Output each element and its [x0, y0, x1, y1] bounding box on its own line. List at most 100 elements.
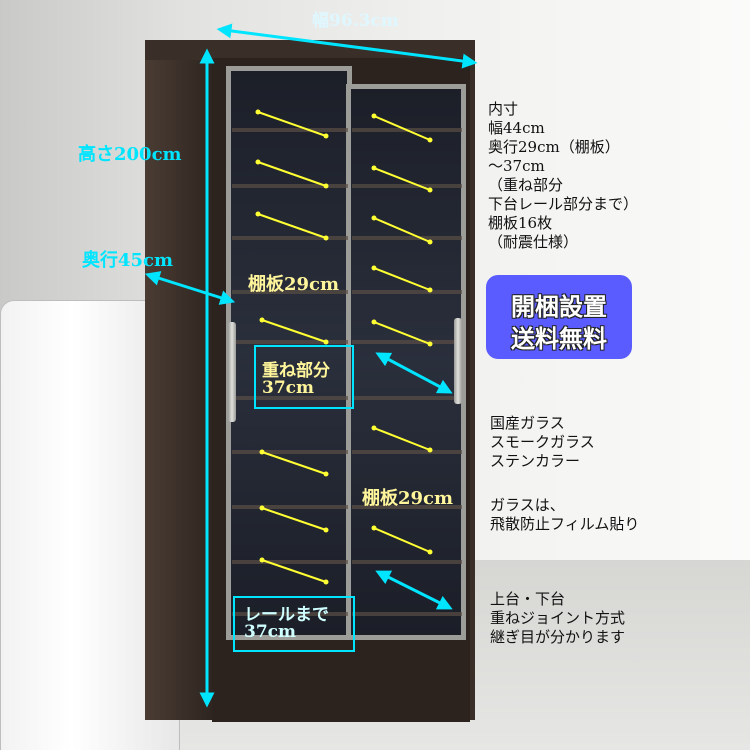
shelf-marker-line — [373, 321, 431, 345]
spec-block: 内寸 幅44cm 奥行29cm（棚板） ～37cm （重ね部分 下台レール部分ま… — [488, 100, 638, 252]
shelf-edge — [352, 396, 462, 400]
shelf-marker-dot — [371, 525, 377, 531]
shelf-top-label: 棚板29cm — [248, 274, 340, 295]
joint-line: 継ぎ目が分かります — [490, 628, 626, 646]
left-door-pull — [228, 322, 236, 422]
depth-arrow — [144, 271, 236, 305]
shelf-marker-dot — [259, 449, 265, 455]
height-label: 高さ200cm — [78, 144, 182, 165]
shelf-marker-dot — [323, 133, 329, 139]
shelf-marker-dot — [255, 159, 261, 165]
free-delivery-badge: 開梱設置 送料無料 — [486, 275, 632, 359]
overlap-label-1: 重ね部分 — [262, 361, 330, 381]
depth-label: 奥行45cm — [82, 250, 174, 271]
rail-label-2: 37cm — [244, 622, 296, 642]
shelf-edge — [352, 612, 462, 616]
shelf-marker-line — [257, 161, 327, 187]
joint-line: 上台・下台 — [490, 590, 566, 608]
shelf-marker-dot — [323, 579, 329, 585]
shelf-marker-dot — [323, 471, 329, 477]
shelf-markers — [255, 109, 433, 585]
shelf-marker-line — [373, 267, 431, 291]
shelf-marker-dot — [371, 265, 377, 271]
joint-line: 重ねジョイント方式 — [490, 609, 626, 627]
shelf-marker-dot — [427, 239, 433, 245]
shelf-marker-dot — [323, 235, 329, 241]
shelf-marker-dot — [427, 137, 433, 143]
spec-line: 奥行29cm（棚板） — [488, 138, 620, 156]
shelf-edge — [352, 340, 462, 344]
shelf-edge — [232, 612, 348, 616]
spec-line: 幅44cm — [488, 119, 545, 137]
shelf-edge — [232, 396, 348, 400]
badge-line-2: 送料無料 — [511, 324, 607, 353]
shelf-marker-line — [373, 217, 431, 243]
spec-line: ～37cm — [488, 157, 545, 175]
spec-line: 棚板16枚 — [488, 214, 553, 232]
shelf-edge — [352, 236, 462, 240]
shelf-marker-dot — [259, 317, 265, 323]
shelf-edge — [352, 184, 462, 188]
shelf-marker-dot — [255, 109, 261, 115]
film-line: ガラスは、 — [490, 496, 565, 514]
shelf-marker-dot — [259, 505, 265, 511]
shelf-marker-dot — [259, 557, 265, 563]
shelf-edge — [352, 560, 462, 564]
joint-info: 上台・下台 重ねジョイント方式 継ぎ目が分かります — [490, 590, 625, 647]
glass-line: スモークガラス — [490, 433, 595, 451]
shelf-edge — [232, 290, 348, 294]
shelf-marker-dot — [255, 211, 261, 217]
overlap-box — [254, 345, 354, 409]
shelf-edge — [232, 505, 348, 509]
glass-info: 国産ガラス スモークガラス ステンカラー — [490, 414, 595, 471]
shelf-edge — [352, 505, 462, 509]
shelf-marker-dot — [371, 425, 377, 431]
shelf-marker-line — [373, 115, 431, 141]
shelf-edge — [232, 236, 348, 240]
shelf-marker-dot — [427, 549, 433, 555]
shelf-marker-line — [373, 167, 431, 191]
badge-line-1: 開梱設置 — [511, 292, 607, 321]
rail-box — [233, 596, 355, 652]
shelf-marker-line — [261, 507, 327, 531]
rail-arrow — [375, 570, 453, 610]
spec-line: （耐震仕様） — [488, 233, 579, 251]
shelf-marker-dot — [371, 165, 377, 171]
shelf-marker-dot — [323, 183, 329, 189]
shelf-marker-dot — [427, 447, 433, 453]
shelf-marker-line — [373, 527, 431, 553]
shelf-edge — [232, 184, 348, 188]
shelf-bottom-label: 棚板29cm — [362, 488, 454, 509]
shelf-marker-line — [261, 559, 327, 583]
spec-line: 内寸 — [488, 100, 519, 118]
width-label: 幅96.3cm — [312, 11, 399, 31]
shelf-marker-line — [257, 213, 327, 239]
shelf-marker-dot — [371, 113, 377, 119]
shelf-edge — [232, 128, 348, 132]
shelf-edge — [352, 290, 462, 294]
shelf-edge — [352, 450, 462, 454]
glass-line: 国産ガラス — [490, 414, 565, 432]
shelf-marker-line — [373, 427, 431, 451]
overlap-arrow — [375, 352, 453, 394]
shelf-marker-dot — [323, 527, 329, 533]
spec-line: 下台レール部分まで） — [488, 195, 639, 213]
spec-line: （重ね部分 — [488, 176, 564, 194]
shelf-marker-dot — [427, 341, 433, 347]
film-line: 飛散防止フィルム貼り — [490, 515, 640, 533]
shelf-marker-line — [261, 319, 327, 343]
overlap-label-2: 37cm — [262, 378, 314, 398]
shelf-edge — [232, 450, 348, 454]
shelf-marker-dot — [323, 339, 329, 345]
shelf-edge — [232, 340, 348, 344]
shelf-marker-dot — [427, 287, 433, 293]
shelf-marker-line — [261, 451, 327, 475]
width-arrow — [216, 23, 478, 69]
shelf-edge — [232, 560, 348, 564]
shelf-marker-dot — [427, 187, 433, 193]
glass-line: ステンカラー — [490, 452, 581, 470]
right-door-pull — [454, 318, 462, 404]
shelf-marker-dot — [371, 319, 377, 325]
